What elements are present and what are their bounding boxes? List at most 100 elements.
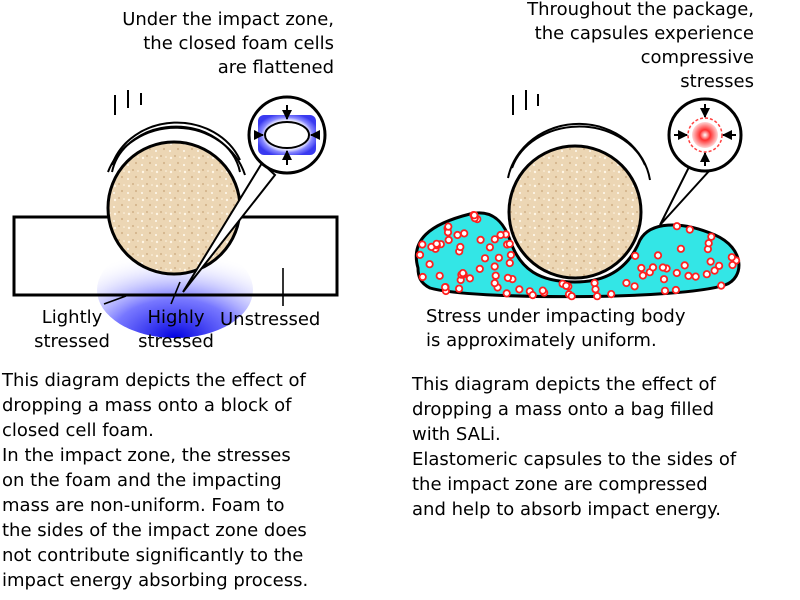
capsule [728,260,737,270]
capsule [672,268,681,278]
impacting-mass-left [106,140,242,276]
capsule [648,263,658,272]
capsule [490,278,499,288]
elastomeric-capsules [415,211,741,301]
label-highly-stressed: Highly stressed [128,306,224,354]
label-line: is approximately uniform. [426,330,657,351]
capsule [444,235,453,245]
capsule [460,229,469,238]
capsule [684,271,693,280]
capsule [591,285,600,294]
desc-line: the sides of the impact zone does [2,520,307,541]
capsule [630,282,639,291]
capsule [607,289,616,299]
capsule-callout-line: Throughout the package, [527,0,754,20]
capsule [660,286,670,295]
capsule-callout-line: the capsules experience [534,23,754,44]
desc-line: This diagram depicts the effect of [2,370,306,391]
capsule [470,211,479,220]
desc-line: impact energy absorbing process. [2,570,309,591]
capsule [638,271,648,280]
capsule [672,222,682,231]
capsule [562,281,571,290]
desc-line: mass are non-uniform. Foam to [2,495,285,516]
capsule [444,222,453,231]
right-description: This diagram depicts the effect of dropp… [412,372,736,522]
label-uniform-stress: Stress under impacting body is approxima… [426,305,686,353]
label-line: stressed [34,331,110,352]
capsule [727,253,736,262]
capsule [490,235,499,244]
impacting-mass-right [507,144,643,280]
foam-callout-text: Under the impact zone, the closed foam c… [122,8,334,80]
capsule [480,254,490,263]
capsule [418,272,427,282]
capsule [432,239,441,248]
desc-line: This diagram depicts the effect of [412,374,716,395]
desc-line: not contribute significantly to the [2,545,304,566]
compressed-capsule-icon [692,122,718,148]
capsule [505,239,514,248]
foam-callout-line: are flattened [217,57,334,78]
label-line: stressed [138,331,214,352]
capsule-callout-line: stresses [680,71,754,92]
capsule-callout-line: compressive [640,47,754,68]
capsule [415,250,425,259]
capsule [538,286,547,295]
capsule [691,272,700,281]
desc-line: and help to absorb impact energy. [412,499,721,520]
capsule [458,268,467,278]
desc-line: with SALi. [412,424,501,445]
capsule [506,250,515,260]
label-line: Lightly [41,307,103,328]
capsule [704,239,713,248]
capsule [680,261,689,270]
capsule [706,257,715,266]
foam-callout-line: Under the impact zone, [122,9,334,30]
left-pointer-lines [103,268,284,306]
capsule [676,244,686,253]
capsule [631,251,640,260]
capsule [491,271,500,280]
capsule [671,285,681,295]
left-description: This diagram depicts the effect of dropp… [2,368,308,593]
capsule [658,263,668,272]
capsule-callout [659,97,743,226]
desc-line: closed cell foam. [2,420,154,441]
capsule [435,271,444,280]
desc-line: dropping a mass onto a block of [2,395,292,416]
capsule [465,274,474,283]
capsule [502,289,511,298]
foam-cell-callout [182,95,327,293]
desc-line: Elastomeric capsules to the sides of [412,449,737,470]
capsule [515,285,524,294]
label-line: Highly [147,307,205,328]
capsule [503,273,512,282]
capsule [702,270,711,279]
capsule [659,275,669,284]
capsule [418,240,427,249]
capsule [714,261,724,270]
capsule [453,230,462,240]
desc-line: In the impact zone, the stresses [2,445,291,466]
label-lightly-stressed: Lightly stressed [24,306,120,354]
capsule [653,251,663,260]
capsule [485,243,494,252]
capsule [425,260,434,269]
desc-line: the impact zone are compressed [412,474,708,495]
sali-bag [414,211,741,301]
capsule-callout-text: Throughout the package, the capsules exp… [527,0,754,94]
desc-line: on the foam and the impacting [2,470,282,491]
capsule [494,253,503,262]
motion-lines-left [107,90,246,176]
stress-zone [97,242,253,338]
capsule [454,284,464,293]
capsule [567,292,576,301]
capsule [707,232,716,241]
capsule [476,235,485,244]
desc-line: dropping a mass onto a bag filled [412,399,715,420]
capsule [593,292,602,301]
capsule [637,263,646,273]
capsule [490,262,499,271]
